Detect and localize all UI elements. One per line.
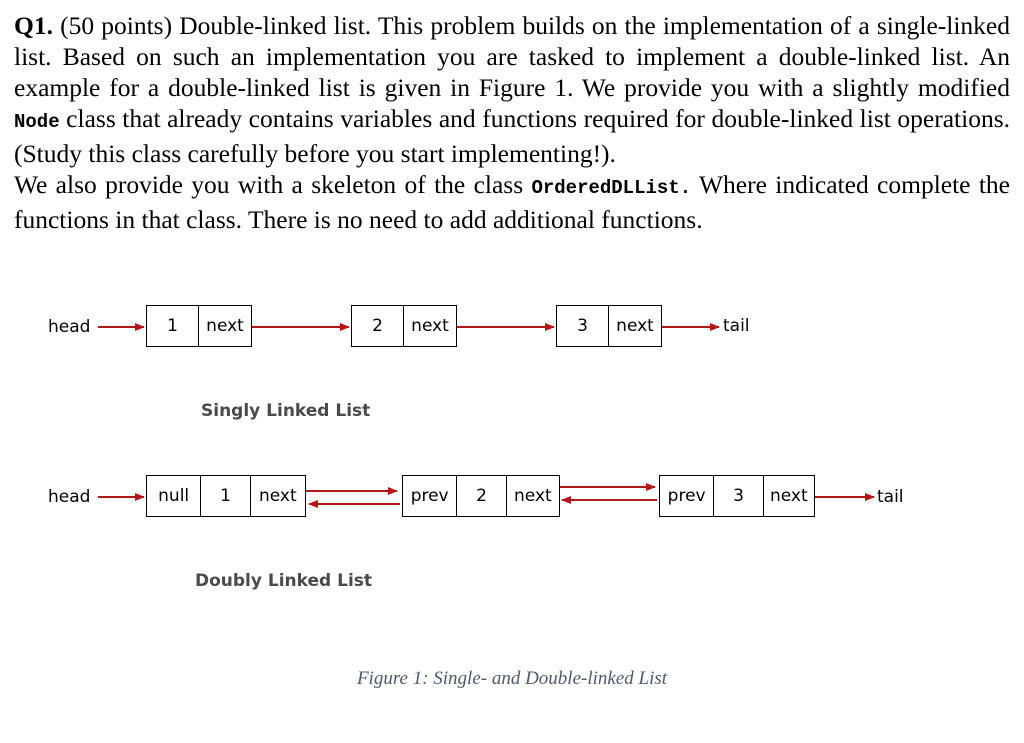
node-next: next	[198, 306, 251, 346]
doubly-node-2: prev 2 next	[402, 475, 560, 517]
singly-node-1: 1 next	[146, 305, 252, 347]
node-prev: prev	[410, 486, 449, 506]
figure-caption: Figure 1: Single- and Double-linked List	[356, 668, 668, 689]
singly-node-2: 2 next	[351, 305, 457, 347]
doubly-head-label: head	[48, 487, 91, 507]
node-next: next	[505, 476, 559, 516]
node-class-code: Node	[14, 111, 60, 133]
singly-head-label: head	[48, 317, 91, 337]
doubly-tail-label: tail	[877, 487, 904, 507]
node-prev: null	[158, 486, 190, 506]
question-number: Q1.	[14, 11, 53, 40]
node-value: 3	[713, 476, 762, 516]
node-value: 2	[372, 316, 383, 336]
singly-caption: Singly Linked List	[201, 401, 371, 421]
singly-tail-label: tail	[723, 316, 750, 336]
node-next: next	[249, 476, 305, 516]
node-next: next	[403, 306, 456, 346]
doubly-caption: Doubly Linked List	[195, 571, 373, 591]
question-text-a: (50 points) Double-linked list. This pro…	[14, 11, 1010, 102]
node-value: 2	[456, 476, 505, 516]
problem-statement: Q1. (50 points) Double-linked list. This…	[14, 10, 1010, 235]
node-value: 1	[200, 476, 249, 516]
question-text-d: Where indicated complete the functions i…	[14, 170, 1010, 234]
question-text-c: We also provide you with a skeleton of t…	[14, 170, 532, 199]
ordered-dllist-code: OrderedDLList.	[531, 177, 692, 199]
node-value: 1	[167, 316, 178, 336]
singly-node-3: 3 next	[556, 305, 662, 347]
node-value: 3	[577, 316, 588, 336]
node-next: next	[762, 476, 814, 516]
doubly-node-1: null 1 next	[146, 475, 306, 517]
question-text-b: class that already contains variables an…	[14, 104, 1010, 168]
node-prev: prev	[667, 486, 706, 506]
doubly-node-3: prev 3 next	[659, 475, 815, 517]
node-next: next	[608, 306, 661, 346]
